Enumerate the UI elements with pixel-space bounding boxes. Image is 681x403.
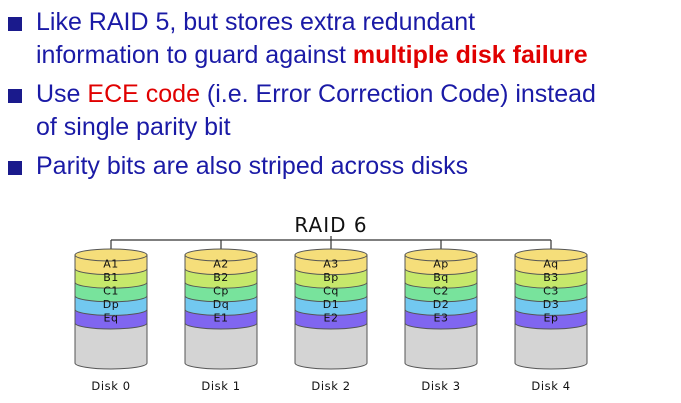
disk-top-cap <box>74 248 148 262</box>
disk-top-cap <box>514 248 588 262</box>
block-label: Aq <box>543 257 558 270</box>
block-label: C2 <box>433 285 449 298</box>
block-label: Cp <box>213 285 229 298</box>
bullet-text: Like RAID 5, but stores extra redundant i… <box>36 6 588 72</box>
bullet-text-span: of single parity bit <box>36 113 231 141</box>
block-label: Ap <box>433 257 449 270</box>
disk-name: Disk 2 <box>311 379 350 393</box>
bullet-text-span: information to guard against <box>36 41 353 69</box>
block-label: Bq <box>433 271 449 284</box>
block-label: D1 <box>323 298 339 311</box>
disk-top-cap <box>294 248 368 262</box>
disk-name: Disk 4 <box>531 379 570 393</box>
block-label: A3 <box>323 257 339 270</box>
block-label: B1 <box>103 271 119 284</box>
bullet-line: Parity bits are also striped across disk… <box>36 150 468 183</box>
block-label: D2 <box>433 298 449 311</box>
block-label: E1 <box>214 312 229 325</box>
bullet-square-icon <box>8 89 22 103</box>
diagram-title: RAID 6 <box>294 213 367 237</box>
bullet-text: Parity bits are also striped across disk… <box>36 150 468 183</box>
disk-base <box>294 322 368 370</box>
block-label: E3 <box>434 312 449 325</box>
bullet-text-span: Use <box>36 80 88 108</box>
block-label: B2 <box>213 271 229 284</box>
bullet-text-span: Parity bits are also striped across disk… <box>36 152 469 180</box>
disk-base <box>74 322 148 370</box>
block-label: Ep <box>544 312 559 325</box>
bullet-text-span: (i.e. Error Correction Code) instead <box>199 80 596 108</box>
block-label: C3 <box>543 285 559 298</box>
block-label: Cq <box>323 285 339 298</box>
disk-top-cap <box>404 248 478 262</box>
bullet-line: of single parity bit <box>36 111 596 144</box>
bullet-line: information to guard against multiple di… <box>36 39 588 72</box>
block-label: C1 <box>103 285 119 298</box>
block-label: B3 <box>543 271 559 284</box>
block-label: Dq <box>213 298 229 311</box>
disk-base <box>514 322 588 370</box>
block-label: Bp <box>323 271 339 284</box>
bullet-line: Like RAID 5, but stores extra redundant <box>36 6 588 39</box>
bullet-square-icon <box>8 161 22 175</box>
disk-base <box>184 322 258 370</box>
disk-name: Disk 1 <box>201 379 240 393</box>
disk-base <box>404 322 478 370</box>
disk-name: Disk 0 <box>91 379 130 393</box>
disk-top-cap <box>184 248 258 262</box>
block-label: D3 <box>543 298 559 311</box>
disk-name: Disk 3 <box>421 379 460 393</box>
block-label: Eq <box>104 312 119 325</box>
bullet-text-span: Like RAID 5, but stores extra redundant <box>36 8 476 36</box>
bullet-item: Use ECE code (i.e. Error Correction Code… <box>6 78 681 144</box>
bullet-list: Like RAID 5, but stores extra redundant i… <box>6 6 681 183</box>
bullet-line: Use ECE code (i.e. Error Correction Code… <box>36 78 596 111</box>
bullet-item: Like RAID 5, but stores extra redundant i… <box>6 6 681 72</box>
emphasis-text: ECE code <box>87 80 200 108</box>
block-label: E2 <box>324 312 339 325</box>
bullet-square-icon <box>8 17 22 31</box>
block-label: A2 <box>213 257 229 270</box>
block-label: A1 <box>103 257 119 270</box>
block-label: Dp <box>103 298 119 311</box>
bullet-item: Parity bits are also striped across disk… <box>6 150 681 183</box>
emphasis-text: multiple disk failure <box>352 41 588 69</box>
bullet-text: Use ECE code (i.e. Error Correction Code… <box>36 78 596 144</box>
